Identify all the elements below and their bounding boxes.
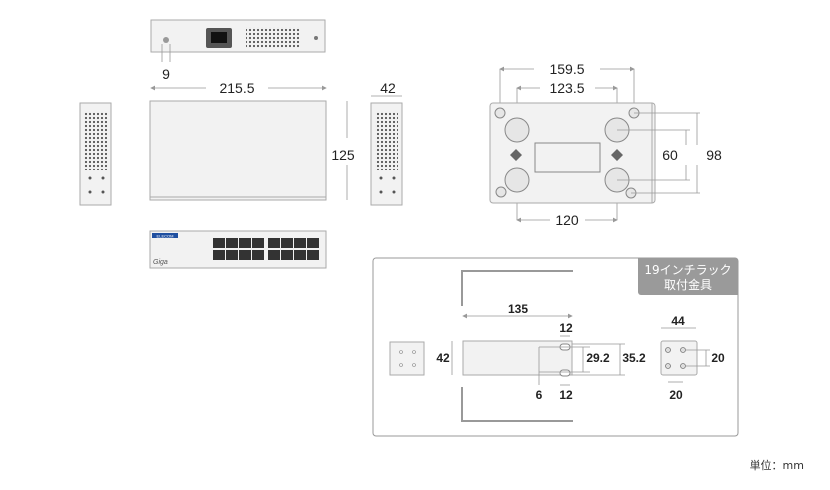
depth-dimension: 125 — [331, 147, 355, 163]
dim-plate-width: 44 — [671, 314, 685, 328]
bracket-title-line1: 19インチラック — [644, 263, 731, 277]
dim-offset: 6 — [536, 388, 543, 402]
unit-label: 単位：mm — [750, 458, 804, 472]
top-view: 215.5 125 — [149, 80, 355, 201]
dim-length: 135 — [508, 302, 528, 316]
brand-label: ELECOM — [157, 234, 174, 239]
knob-dimension: 9 — [162, 66, 170, 82]
bracket-title-line2: 取付金具 — [664, 277, 712, 292]
dim-outer-holes: 159.5 — [549, 61, 584, 77]
front-view: ELECOM Giga — [149, 230, 327, 269]
dim-vertical-outer: 98 — [706, 147, 722, 163]
dim-plate-hole-h: 20 — [669, 388, 683, 402]
dim-slot-top: 12 — [559, 321, 573, 335]
dim-slot-spacing: 29.2 — [586, 351, 610, 365]
dim-outer-spacing: 35.2 — [622, 351, 646, 365]
vent-grille — [246, 27, 300, 48]
dim-vertical-inner: 60 — [662, 147, 678, 163]
right-side-view: 42 — [370, 80, 403, 206]
dim-slot-bottom: 12 — [559, 388, 573, 402]
rack-bracket-panel: 19インチラック 取付金具 135 42 12 29.2 35.2 6 12 4… — [372, 257, 739, 437]
dim-bottom-holes: 120 — [555, 212, 579, 228]
bottom-view: 159.5 123.5 120 60 98 — [489, 61, 722, 228]
dim-inner-holes: 123.5 — [549, 80, 584, 96]
left-side-view — [79, 102, 112, 206]
back-view: 9 — [150, 19, 326, 82]
ground-knob-icon — [163, 37, 169, 43]
dim-plate-hole-v: 20 — [711, 351, 725, 365]
width-dimension: 215.5 — [219, 80, 254, 96]
ethernet-ports — [213, 238, 319, 260]
dim-height: 42 — [436, 351, 450, 365]
height-dimension: 42 — [380, 80, 396, 96]
giga-logo: Giga — [153, 259, 168, 266]
